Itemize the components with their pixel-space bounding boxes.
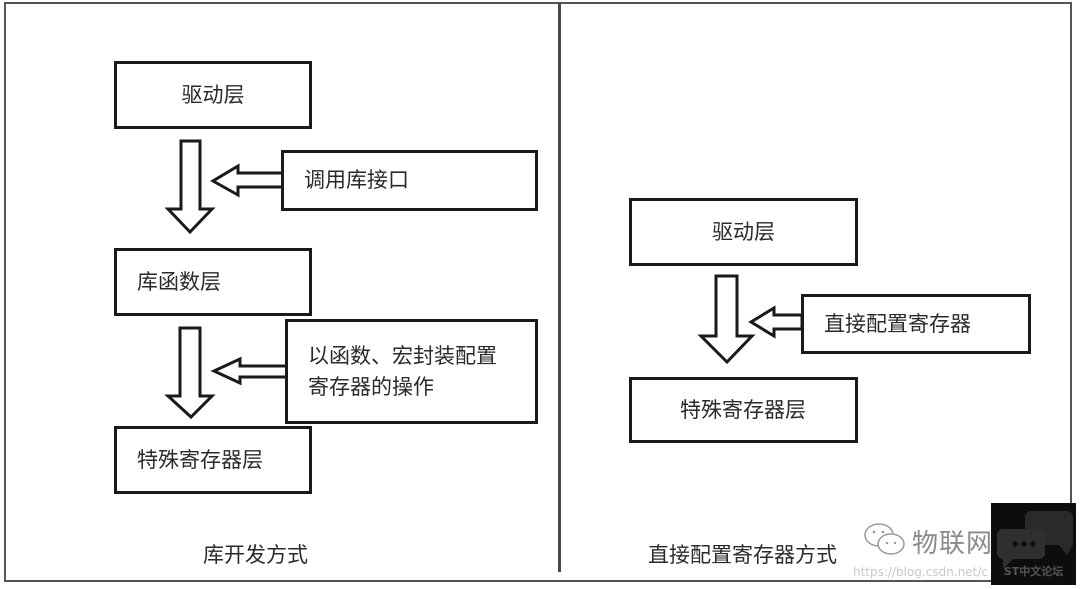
- left-arrow-icon: [210, 163, 285, 198]
- left-arrow-icon: [210, 356, 289, 386]
- layer-box-driver: 驱动层: [629, 198, 858, 266]
- right-caption: 直接配置寄存器方式: [648, 543, 837, 567]
- left-caption: 库开发方式: [203, 543, 308, 567]
- down-arrow-icon: [164, 139, 216, 235]
- left-arrow-icon: [748, 305, 804, 339]
- layer-box-driver: 驱动层: [114, 61, 312, 129]
- layer-box-special-registers: 特殊寄存器层: [114, 426, 312, 494]
- layer-label: 驱动层: [181, 82, 245, 107]
- panel-divider: [558, 2, 561, 572]
- layer-label: 库函数层: [137, 269, 221, 294]
- note-label: 调用库接口: [304, 168, 409, 193]
- watermark-channel-name: 物联网: [912, 529, 994, 559]
- chat-bubbles-icon: [997, 511, 1073, 569]
- note-box-call-library: 调用库接口: [281, 150, 538, 211]
- note-label: 直接配置寄存器: [824, 311, 971, 336]
- badge-label: ST中文论坛: [1003, 565, 1064, 578]
- forum-badge: ST中文论坛: [991, 503, 1076, 585]
- wechat-icon: [864, 523, 905, 555]
- down-arrow-icon: [164, 326, 216, 420]
- outer-border: [4, 2, 1072, 582]
- layer-box-special-registers: 特殊寄存器层: [629, 377, 858, 443]
- layer-label: 驱动层: [712, 219, 775, 244]
- down-arrow-icon: [697, 274, 756, 365]
- note-box-direct-config: 直接配置寄存器: [801, 294, 1031, 354]
- layer-label: 特殊寄存器层: [680, 397, 806, 422]
- note-label: 以函数、宏封装配置 寄存器的操作: [308, 344, 497, 399]
- watermark-url: https://blog.csdn.net/c: [853, 565, 988, 579]
- layer-box-library: 库函数层: [114, 248, 312, 316]
- layer-label: 特殊寄存器层: [137, 447, 263, 472]
- note-box-wrap-registers: 以函数、宏封装配置 寄存器的操作: [285, 319, 538, 424]
